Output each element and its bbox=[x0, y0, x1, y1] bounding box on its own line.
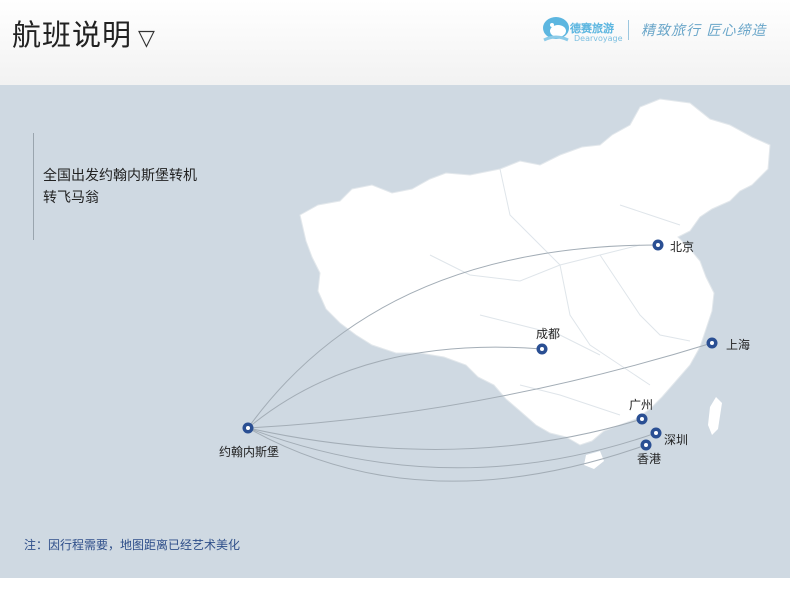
china-map-svg bbox=[242, 98, 771, 482]
route-shanghai bbox=[247, 342, 713, 429]
map-footnote: 注：因行程需要，地图距离已经艺术美化 bbox=[24, 538, 241, 552]
route-guangzhou bbox=[247, 418, 643, 450]
taiwan-island bbox=[708, 397, 722, 435]
page-title[interactable]: 航班说明▽ bbox=[12, 12, 156, 54]
marker-beijing bbox=[652, 239, 664, 251]
hainan-island bbox=[584, 451, 604, 469]
route-map: 全国出发约翰内斯堡转机 转飞马翁 北京 成都 上海 广州 深圳 香港 约翰内斯堡… bbox=[0, 85, 790, 578]
brand-name: 德赛旅游 bbox=[570, 22, 614, 35]
city-label-hongkong: 香港 bbox=[637, 452, 662, 466]
city-label-shenzhen: 深圳 bbox=[664, 433, 689, 447]
route-hongkong bbox=[247, 427, 647, 482]
route-description: 全国出发约翰内斯堡转机 转飞马翁 bbox=[43, 165, 197, 209]
marker-chengdu bbox=[536, 343, 548, 355]
marker-hongkong bbox=[640, 439, 652, 451]
marker-guangzhou bbox=[636, 413, 648, 425]
city-label-guangzhou: 广州 bbox=[629, 398, 654, 412]
route-description-line2: 转飞马翁 bbox=[43, 190, 99, 206]
china-landmass bbox=[299, 98, 771, 446]
brand-subname: Dearvoyage bbox=[574, 34, 623, 43]
route-beijing bbox=[247, 244, 659, 429]
city-markers bbox=[242, 239, 718, 451]
flight-routes bbox=[247, 244, 713, 482]
route-chengdu bbox=[247, 346, 543, 429]
province-borders bbox=[429, 168, 691, 416]
page-title-text: 航班说明 bbox=[12, 18, 133, 52]
marker-shenzhen bbox=[650, 427, 662, 439]
city-label-shanghai: 上海 bbox=[726, 338, 751, 352]
city-label-beijing: 北京 bbox=[670, 240, 695, 254]
footer-strip bbox=[0, 578, 790, 607]
marker-shanghai bbox=[706, 337, 718, 349]
route-description-line1: 全国出发约翰内斯堡转机 bbox=[43, 168, 197, 184]
route-shenzhen bbox=[247, 427, 657, 469]
brand-logo: 德赛旅游 Dearvoyage 精致旅行 匠心缔造 bbox=[540, 12, 770, 48]
header-bar: 航班说明▽ 德赛旅游 Dearvoyage 精致旅行 匠心缔造 bbox=[0, 0, 790, 85]
brand-divider bbox=[628, 20, 629, 40]
city-label-johannesburg: 约翰内斯堡 bbox=[219, 445, 280, 459]
info-divider bbox=[33, 133, 34, 240]
dropdown-triangle-icon[interactable]: ▽ bbox=[138, 26, 156, 51]
city-label-chengdu: 成都 bbox=[536, 327, 561, 341]
marker-johannesburg bbox=[242, 422, 254, 434]
brand-slogan: 精致旅行 匠心缔造 bbox=[641, 23, 767, 39]
dolphin-logo-icon bbox=[543, 17, 569, 42]
